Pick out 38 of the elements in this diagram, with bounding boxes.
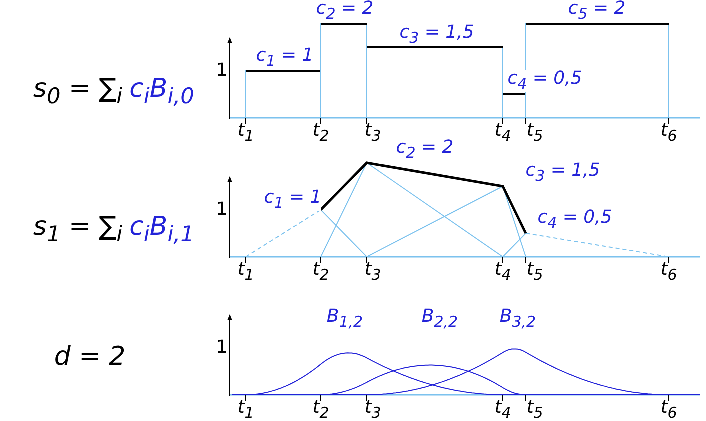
coefficient-label: c$_{5}$ = 2 xyxy=(568,0,626,22)
tick-label: 1 xyxy=(216,201,228,219)
knot-label: t$_{1}$ xyxy=(238,122,254,144)
knot-label: t$_{4}$ xyxy=(494,399,512,421)
knot-label: t$_{2}$ xyxy=(312,399,330,421)
knot-label: t$_{5}$ xyxy=(526,261,544,283)
knot-label: t$_{6}$ xyxy=(660,261,678,283)
knot-label: t$_{3}$ xyxy=(364,399,382,421)
knot-label: t$_{6}$ xyxy=(660,399,678,421)
formula: c$_{i}$B$_{i,1}$ xyxy=(130,214,194,246)
coefficient-label: c$_{2}$ = 2 xyxy=(396,139,454,161)
knot-label: t$_{3}$ xyxy=(364,261,382,283)
tick-label: 1 xyxy=(216,339,228,357)
basis-function-label: B$_{2,2}$ xyxy=(422,308,458,330)
knot-label: t$_{2}$ xyxy=(312,122,330,144)
knot-label: t$_{5}$ xyxy=(526,122,544,144)
knot-label: t$_{3}$ xyxy=(364,122,382,144)
formula: s$_{1}$ = ∑$_{i}$ xyxy=(33,214,123,246)
knot-label: t$_{4}$ xyxy=(494,122,512,144)
knot-label: t$_{6}$ xyxy=(660,122,678,144)
basis-function-label: B$_{3,2}$ xyxy=(500,308,536,330)
formula: s$_{0}$ = ∑$_{i}$ xyxy=(33,76,123,108)
coefficient-label: c$_{3}$ = 1,5 xyxy=(526,162,600,184)
coefficient-label: c$_{3}$ = 1,5 xyxy=(400,24,474,46)
coefficient-label: c$_{1}$ = 1 xyxy=(264,189,322,211)
coefficient-label: c$_{2}$ = 2 xyxy=(316,0,374,22)
basis-function-label: B$_{1,2}$ xyxy=(326,308,364,330)
coefficient-label: c$_{1}$ = 1 xyxy=(256,47,314,69)
coefficient-label: c$_{4}$ = 0,5 xyxy=(538,209,612,231)
knot-label: t$_{2}$ xyxy=(312,261,330,283)
knot-label: t$_{1}$ xyxy=(238,399,254,421)
knot-label: t$_{5}$ xyxy=(526,399,544,421)
tick-label: 1 xyxy=(216,62,228,80)
knot-label: t$_{4}$ xyxy=(494,261,512,283)
coefficient-label: c$_{4}$ = 0,5 xyxy=(508,70,582,92)
formula: c$_{i}$B$_{i,0}$ xyxy=(130,76,194,108)
formula: d = 2 xyxy=(54,344,126,370)
knot-label: t$_{1}$ xyxy=(238,261,254,283)
